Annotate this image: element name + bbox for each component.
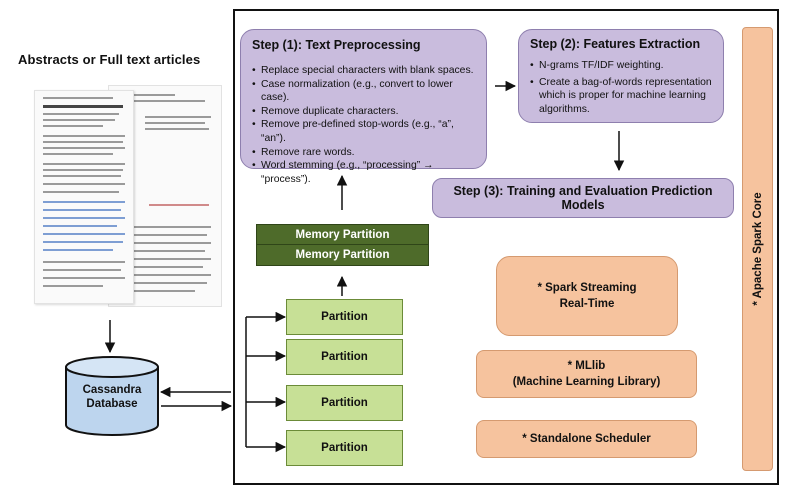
partition: Partition xyxy=(286,299,403,335)
memory-partition: Memory Partition xyxy=(256,244,429,266)
step2-box: Step (2): Features Extraction N-grams TF… xyxy=(518,29,724,123)
partition: Partition xyxy=(286,339,403,375)
step3-box: Step (3): Training and Evaluation Predic… xyxy=(432,178,734,218)
partition-label: Partition xyxy=(321,351,368,363)
database-label-line2: Database xyxy=(86,398,138,410)
source-title: Abstracts or Full text articles xyxy=(18,52,201,67)
partition-label: Partition xyxy=(321,397,368,409)
mllib-label: * MLlib xyxy=(567,360,606,372)
apache-spark-core-bar: * Apache Spark Core xyxy=(742,27,773,471)
step1-bullet: Remove duplicate characters. xyxy=(252,105,478,119)
step2-bullets: N-grams TF/IDF weighting. Create a bag-o… xyxy=(530,59,715,116)
partition-label: Partition xyxy=(321,442,368,454)
step2-bullet: N-grams TF/IDF weighting. xyxy=(530,59,715,73)
memory-partition-label: Memory Partition xyxy=(295,249,390,261)
apache-spark-core-label: * Apache Spark Core xyxy=(751,192,764,306)
standalone-scheduler-label: * Standalone Scheduler xyxy=(522,433,651,445)
standalone-scheduler-box: * Standalone Scheduler xyxy=(476,420,697,458)
mllib-sublabel: (Machine Learning Library) xyxy=(512,376,661,388)
spark-framework-frame xyxy=(233,9,779,485)
memory-partition-label: Memory Partition xyxy=(295,229,390,241)
spark-streaming-box: * Spark Streaming Real-Time xyxy=(496,256,678,336)
database-label-line1: Cassandra xyxy=(82,384,142,396)
step1-bullet: Case normalization (e.g., convert to low… xyxy=(252,78,478,105)
step1-title: Step (1): Text Preprocessing xyxy=(252,38,421,52)
partition-label: Partition xyxy=(321,311,368,323)
memory-partition: Memory Partition xyxy=(256,224,429,246)
step1-bullets: Replace special characters with blank sp… xyxy=(252,64,478,186)
step1-bullet: Remove pre-defined stop-words (e.g., “a”… xyxy=(252,118,478,145)
step2-title: Step (2): Features Extraction xyxy=(530,37,701,51)
step1-bullet: Word stemming (e.g., “processing” → “pro… xyxy=(252,159,478,186)
step1-bullet: Remove rare words. xyxy=(252,146,478,160)
mllib-box: * MLlib (Machine Learning Library) xyxy=(476,350,697,398)
partition: Partition xyxy=(286,385,403,421)
partition: Partition xyxy=(286,430,403,466)
spark-streaming-sublabel: Real-Time xyxy=(559,298,615,310)
step3-title: Step (3): Training and Evaluation Predic… xyxy=(453,184,713,212)
step1-bullet: Replace special characters with blank sp… xyxy=(252,64,478,78)
cassandra-database-icon xyxy=(65,356,159,436)
spark-streaming-label: * Spark Streaming xyxy=(537,282,637,294)
database-label: Cassandra Database xyxy=(64,383,160,411)
article-thumbnail-front xyxy=(34,90,134,304)
step1-box: Step (1): Text Preprocessing Replace spe… xyxy=(240,29,487,185)
step2-bullet: Create a bag-of-words representation whi… xyxy=(530,76,715,117)
